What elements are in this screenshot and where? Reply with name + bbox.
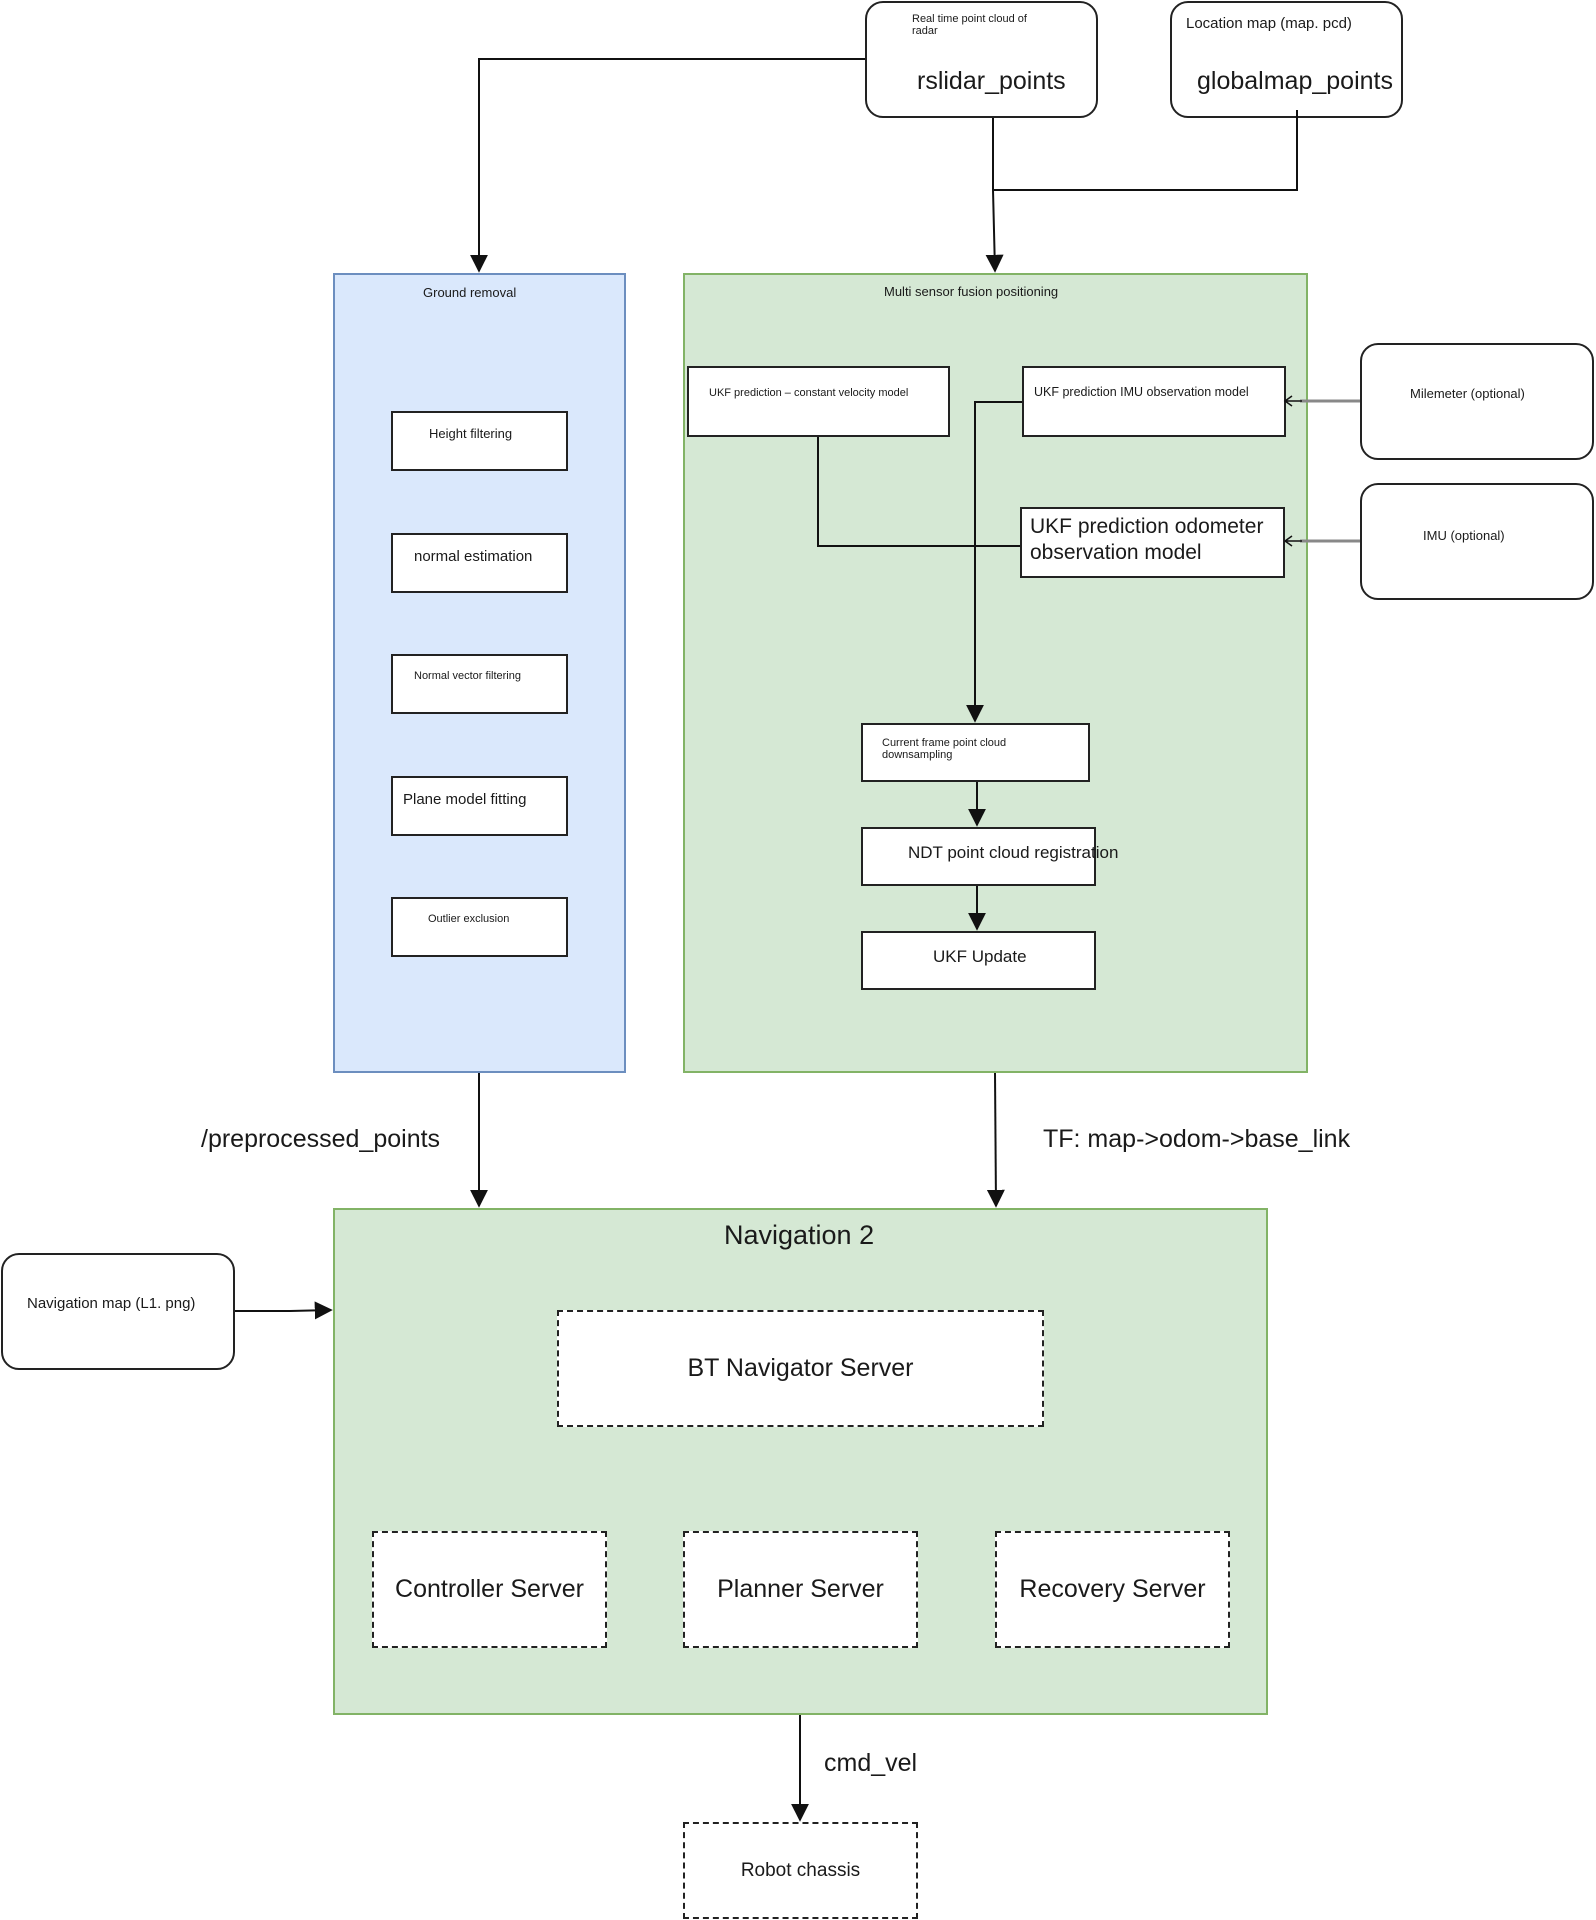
ukf-constant-velocity-node: UKF prediction – constant velocity model [687, 366, 950, 437]
ndt-registration-node: NDT point cloud registration [861, 827, 1118, 886]
bt-navigator-server: BT Navigator Server [557, 1310, 1044, 1427]
tf-label: TF: map->odom->base_link [1043, 1125, 1351, 1153]
edge-navmap-to-nav2 [235, 1301, 333, 1320]
navigation-map-node: Navigation map (L1. png) [1, 1253, 235, 1370]
navigation2-title: Navigation 2 [724, 1220, 875, 1250]
step-normal-vector-filtering-label: Normal vector filtering [414, 670, 521, 682]
step-plane-model-fitting-label: Plane model fitting [403, 791, 527, 808]
ukf-constant-velocity-label: UKF prediction – constant velocity model [709, 387, 909, 399]
step-outlier-exclusion: Outlier exclusion [391, 897, 568, 957]
milemeter-node: Milemeter (optional) [1360, 343, 1594, 460]
edge-fusion-to-nav2 [986, 1072, 1005, 1208]
step-normal-estimation-label: normal estimation [414, 548, 533, 565]
step-height-filtering: Height filtering [391, 411, 568, 471]
navigation-map-label: Navigation map (L1. png) [27, 1295, 196, 1312]
step-outlier-exclusion-label: Outlier exclusion [428, 913, 510, 925]
step-height-filtering-label: Height filtering [429, 426, 513, 441]
preprocessed-points-label: /preprocessed_points [201, 1125, 441, 1153]
ground-removal-title: Ground removal [423, 285, 517, 300]
ukf-odometer-label: UKF prediction odometer observation mode… [1030, 515, 1264, 564]
downsampling-node: Current frame point cloud downsampling [861, 723, 1090, 782]
controller-server-label: Controller Server [395, 1575, 584, 1603]
bt-navigator-label: BT Navigator Server [687, 1354, 914, 1382]
step-normal-estimation: normal estimation [391, 533, 568, 593]
rslidar-caption: Real time point cloud of radar [912, 13, 1027, 37]
fusion-title: Multi sensor fusion positioning [884, 284, 1059, 299]
step-normal-vector-filtering: Normal vector filtering [391, 654, 568, 714]
milemeter-label: Milemeter (optional) [1410, 386, 1525, 401]
rslidar-points-node: Real time point cloud of radar rslidar_p… [865, 1, 1098, 118]
downsampling-label: Current frame point cloud downsampling [882, 737, 1007, 761]
imu-node: IMU (optional) [1360, 483, 1594, 600]
robot-chassis-label: Robot chassis [740, 1859, 861, 1881]
planner-server-label: Planner Server [717, 1575, 884, 1603]
ukf-imu-node: UKF prediction IMU observation model [1022, 366, 1286, 437]
globalmap-topic: globalmap_points [1197, 67, 1393, 95]
controller-server: Controller Server [372, 1531, 607, 1648]
edge-rslidar-to-ground-removal [470, 58, 865, 273]
ukf-update-label: UKF Update [933, 947, 1027, 966]
recovery-server: Recovery Server [995, 1531, 1230, 1648]
rslidar-topic: rslidar_points [917, 67, 1066, 95]
ndt-registration-label: NDT point cloud registration [908, 843, 1119, 862]
ukf-update-node: UKF Update [861, 931, 1096, 990]
planner-server: Planner Server [683, 1531, 918, 1648]
edge-globalmap-to-fusion [994, 110, 1298, 191]
edge-rslidar-to-fusion [985, 118, 1004, 273]
robot-chassis-node: Robot chassis [683, 1822, 918, 1919]
ukf-imu-label: UKF prediction IMU observation model [1034, 385, 1249, 399]
recovery-server-label: Recovery Server [1019, 1575, 1206, 1603]
globalmap-points-node: Location map (map. pcd) globalmap_points [1170, 1, 1403, 118]
imu-label: IMU (optional) [1423, 528, 1505, 543]
globalmap-caption: Location map (map. pcd) [1186, 15, 1352, 32]
step-plane-model-fitting: Plane model fitting [391, 776, 568, 836]
cmd-vel-label: cmd_vel [824, 1749, 918, 1777]
ukf-odometer-node: UKF prediction odometer observation mode… [1020, 507, 1285, 578]
